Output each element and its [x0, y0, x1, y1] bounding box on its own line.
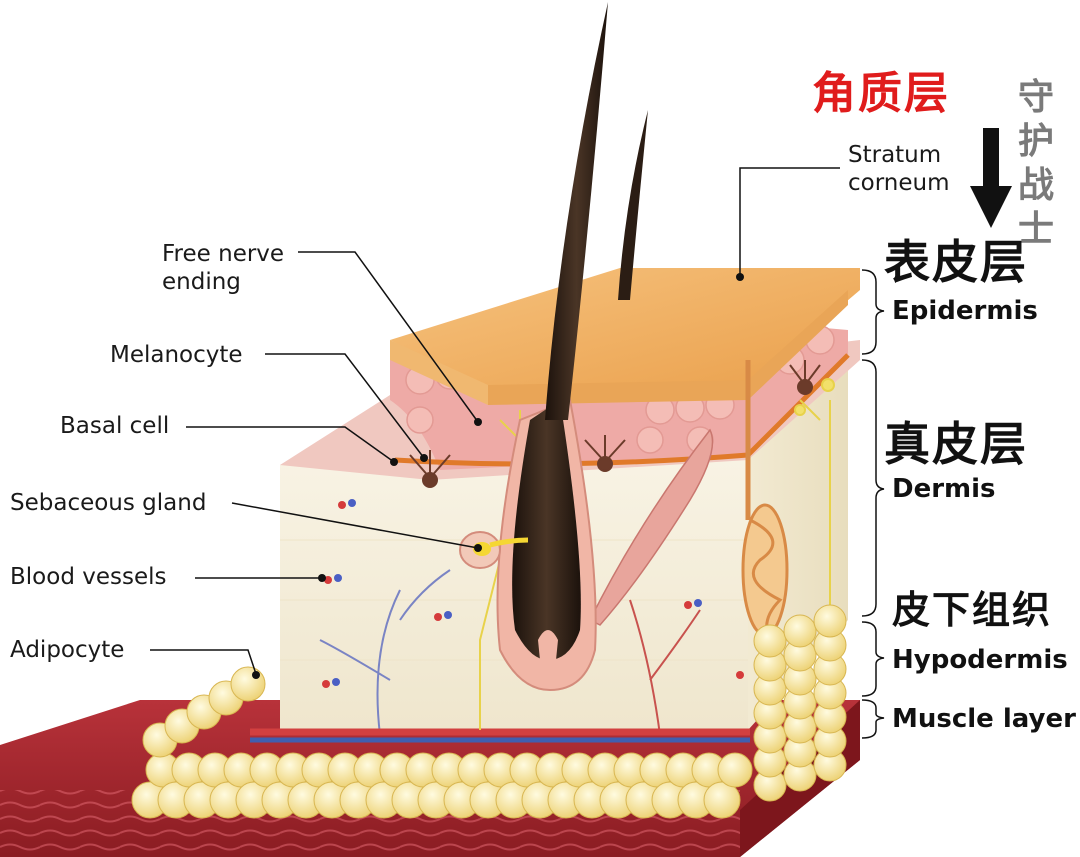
adipocyte-cell	[703, 781, 741, 819]
guardian-char: 士	[1017, 209, 1054, 250]
stratum-corneum-chinese-title: 角质层	[812, 68, 950, 119]
layer-braces	[861, 269, 885, 739]
melanocytes	[409, 360, 821, 488]
adipocyte-cell	[753, 624, 787, 658]
adipocyte-cell	[783, 614, 817, 648]
hypodermis-chinese-title: 皮下组织	[892, 588, 1053, 632]
adipocyte-cell	[230, 666, 266, 702]
guardian-char: 守	[1017, 77, 1054, 118]
blood-vessels-label: Blood vessels	[10, 564, 167, 590]
adipocyte-cell	[717, 752, 753, 788]
melanocyte-label: Melanocyte	[110, 342, 243, 368]
stratum-corneum-layer	[390, 268, 860, 405]
sebaceous-gland-label: Sebaceous gland	[10, 490, 207, 516]
guardian-char: 护	[1017, 121, 1054, 162]
epidermis-english-title: Epidermis	[892, 296, 1038, 326]
leader-dots	[252, 273, 744, 679]
hair-shafts	[545, 2, 648, 420]
hypodermis-english-title: Hypodermis	[892, 645, 1068, 675]
blood-cells	[322, 499, 744, 688]
dermis-english-title: Dermis	[892, 474, 996, 504]
sweat-gland	[741, 360, 789, 641]
guardian-char: 战	[1017, 165, 1054, 206]
epidermis-chinese-title: 表皮层	[884, 235, 1028, 289]
dermis-chinese-title: 真皮层	[884, 417, 1028, 471]
arrector-muscle	[588, 428, 714, 626]
adipocyte-fat-layer	[131, 604, 847, 819]
basal-cell-label: Basal cell	[60, 413, 170, 439]
adipocyte-cell	[813, 604, 847, 638]
blood-vessel-network	[250, 569, 750, 743]
down-arrow-icon	[970, 128, 1012, 228]
muscle-layer-english-title: Muscle layer	[892, 704, 1076, 734]
guardian-vertical-text: 守 护 战 士	[1014, 76, 1058, 252]
leader-lines	[150, 167, 840, 675]
free-nerve-ending-label: Free nerve ending	[162, 241, 285, 295]
adipocyte-label: Adipocyte	[10, 637, 125, 663]
stratum-corneum-label: Stratum corneum	[848, 142, 950, 196]
hair-follicle	[496, 398, 597, 692]
